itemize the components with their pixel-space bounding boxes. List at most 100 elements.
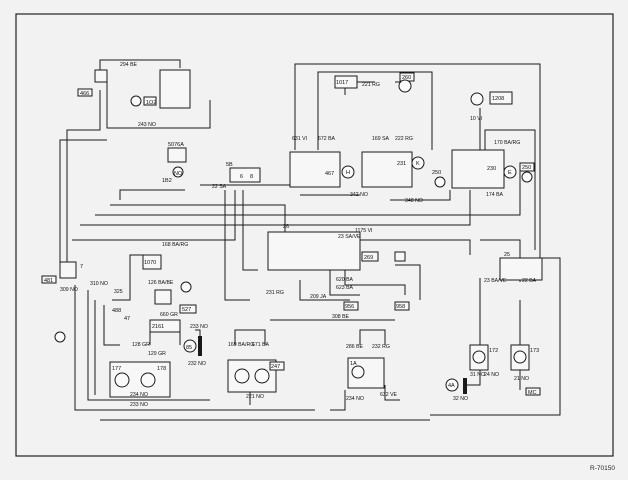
tag-260: 260 (402, 75, 411, 81)
motor-nd-2 (434, 176, 446, 188)
tag-466-box (77, 88, 93, 97)
tag-1017: 1017 (336, 80, 348, 86)
tag-1b2: 1B2 (162, 178, 172, 184)
wire-label-129gr: 129 GR (148, 351, 166, 357)
tag-250-box (519, 162, 535, 172)
motor-260 (398, 79, 412, 93)
tag-26: 26 (283, 224, 289, 230)
motor-e (503, 165, 517, 179)
motor-250 (521, 171, 533, 183)
wire-label-286be: 286 BE (346, 344, 364, 350)
tag-e: E (508, 170, 512, 176)
fuse-269 (394, 251, 406, 262)
wire-label-231rg: 231 RG (266, 290, 284, 296)
component-1017 (334, 75, 358, 89)
wire-label-620ba: 620 BA (336, 277, 354, 283)
wire-label-234no-2: 234 NO (346, 396, 364, 402)
switch-527 (154, 289, 172, 305)
tag-6: 6 (240, 174, 243, 180)
component-5076a (167, 147, 187, 163)
tag-85: 85 (186, 345, 192, 351)
tag-25: 25 (504, 252, 510, 258)
ground-left (54, 331, 66, 343)
tag-250b: 250 (432, 170, 441, 176)
lamp-178 (140, 372, 156, 388)
wire-label-672ba: 672 BA (318, 136, 336, 142)
lamp-177 (114, 372, 130, 388)
sensor-4a (445, 378, 459, 392)
tag-h: H (346, 170, 350, 176)
wire-label-168barg: 168 BA/RG (162, 242, 188, 248)
tag-173: 173 (530, 348, 539, 354)
wiring-lines (59, 59, 561, 421)
wire-label-342no: 342 NO (350, 192, 368, 198)
sensor-85 (183, 339, 197, 353)
wire-label-310no: 310 NO (90, 281, 108, 287)
wire-label-221rg: 221 RG (362, 82, 380, 88)
wire-label-21no: 21 NO (514, 376, 529, 382)
lamp-173 (513, 350, 527, 364)
switch-r8 (229, 167, 261, 183)
tag-2161: 2161 (152, 324, 164, 330)
wire-label-325: 325 (114, 289, 123, 295)
relay-231 (361, 151, 413, 188)
tag-4a: 4A (448, 383, 455, 389)
tag-481-box (41, 275, 57, 284)
fuse-top-left (143, 96, 157, 106)
tag-231: 231 (397, 161, 406, 167)
motor-k (411, 156, 425, 170)
wire-label-308be: 308 BE (332, 314, 350, 320)
lamp-247-a (234, 368, 250, 384)
wire-label-174ba: 174 BA (486, 192, 504, 198)
wire-label-243no: 243 NO (138, 122, 156, 128)
tag-5076a: 5076A (168, 142, 184, 148)
wire-label-221no: 221 NO (246, 394, 264, 400)
tag-5b: 5B (226, 162, 233, 168)
wire-label-1175vi: 1175 VI (355, 228, 373, 234)
tag-177: 177 (112, 366, 121, 372)
wire-label-22ba: 22 BA (522, 278, 537, 284)
wire-label-24no: 24 NO (484, 372, 499, 378)
connector-481 (59, 261, 77, 279)
tag-no: NO (174, 171, 183, 177)
tag-527-box (179, 304, 197, 314)
resistor-85 (198, 336, 202, 356)
lamp-172 (472, 350, 486, 364)
tag-47: 47 (124, 316, 130, 322)
relay-top-left (159, 69, 191, 109)
wire-label-10vi: 10 VI (470, 116, 482, 122)
diagram-reference: R-70150 (590, 465, 615, 472)
tag-467: 467 (325, 171, 334, 177)
wire-label-222rg: 222 RG (395, 136, 413, 142)
connector-466 (94, 69, 108, 83)
wire-label-623ba: 623 BA (336, 285, 354, 291)
wire-label-232no: 232 NO (188, 361, 206, 367)
wire-label-23bave: 23 BA/VE (484, 278, 507, 284)
tag-1a: 1A (350, 361, 357, 367)
tag-247: 247 (271, 364, 280, 370)
wire-label-309no: 309 NO (60, 287, 78, 293)
component-2161 (149, 319, 181, 333)
tag-172: 172 (489, 348, 498, 354)
component-956 (343, 301, 359, 311)
relay-1070 (142, 254, 162, 270)
tag-481: 481 (44, 278, 53, 284)
tag-230: 230 (487, 166, 496, 172)
wire-label-31no: 31 NO (470, 372, 485, 378)
ground-mc-box (525, 387, 541, 396)
tag-956: 956 (345, 304, 354, 310)
wire-label-126babe: 126 BA/BE (148, 280, 174, 286)
tag-250: 250 (522, 165, 531, 171)
components (41, 69, 543, 398)
wire-label-660gr: 660 GR (160, 312, 178, 318)
tag-247-box (269, 361, 285, 371)
wire-label-234no: 234 NO (130, 392, 148, 398)
component-958 (394, 301, 410, 311)
diagram-frame (15, 13, 614, 457)
tag-527: 527 (182, 307, 191, 313)
tag-mc: MC (528, 390, 537, 396)
relay-25 (499, 257, 543, 281)
component-1208 (489, 91, 513, 105)
wire-label-233no: 233 NO (190, 324, 208, 330)
